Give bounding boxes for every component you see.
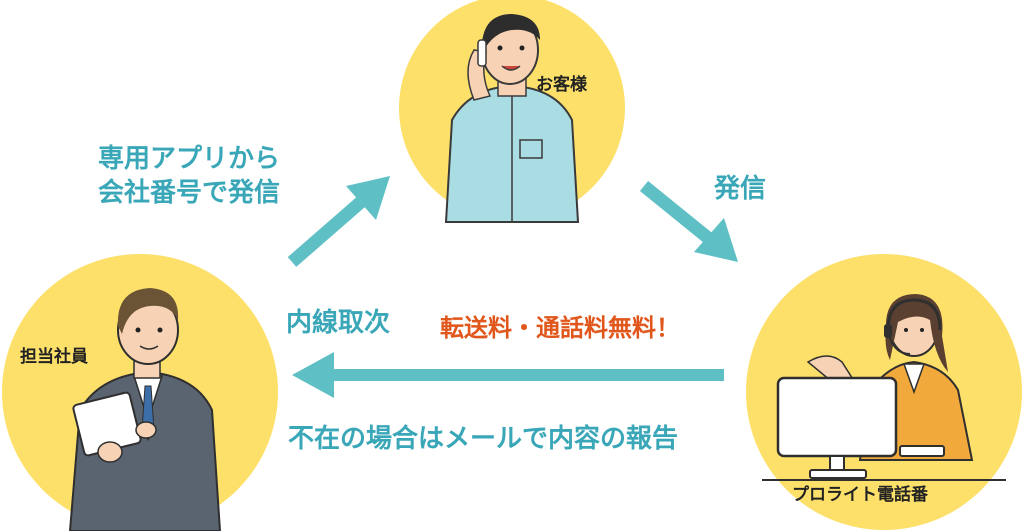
arrow-customer-to-operator: [639, 180, 738, 262]
customer-label: お客様: [536, 75, 587, 95]
arrow-operator-to-staff: [292, 352, 724, 398]
app-call-line1: 専用アプリから: [98, 144, 281, 174]
app-call-line2: 会社番号で発信: [98, 178, 281, 208]
staff-figure-icon: [68, 288, 222, 531]
operator-label: プロライト電話番: [792, 485, 928, 505]
arrow-staff-to-customer: [287, 176, 390, 267]
transfer-label: 内線取次: [286, 308, 391, 338]
free-note-label: 転送料・通話料無料！: [440, 314, 680, 342]
operator-figure-icon: [762, 294, 1006, 481]
customer-node: [399, 0, 625, 223]
customer-figure-icon: [444, 14, 580, 223]
staff-node: [2, 254, 278, 531]
absent-report-label: 不在の場合はメールで内容の報告: [288, 424, 679, 454]
call-label: 発信: [714, 174, 767, 204]
staff-label: 担当社員: [20, 347, 88, 367]
app-call-label: 専用アプリから 会社番号で発信: [98, 142, 280, 210]
operator-node: [746, 254, 1022, 530]
